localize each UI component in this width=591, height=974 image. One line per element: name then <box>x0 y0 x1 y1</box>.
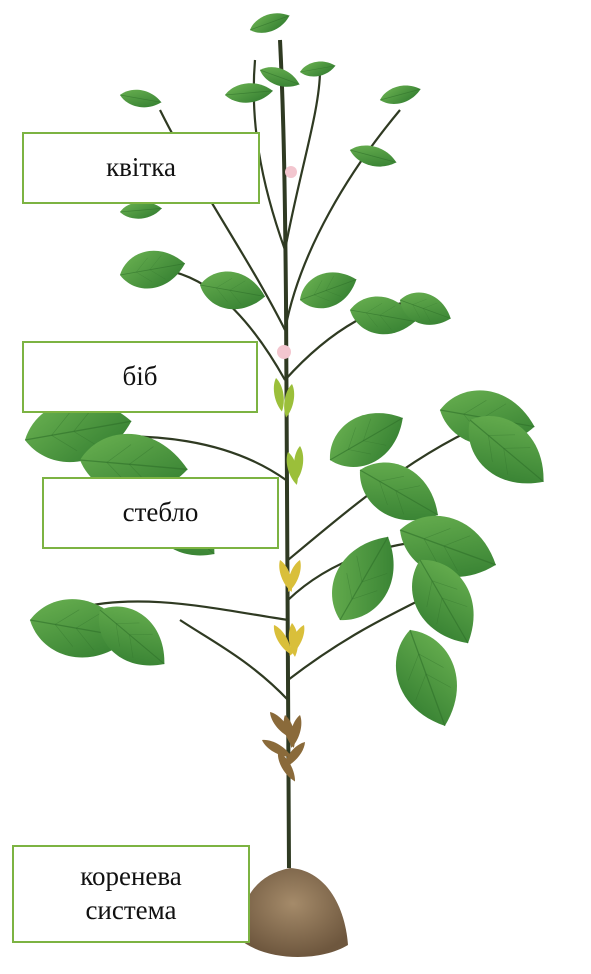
root-ball <box>238 868 348 957</box>
label-pod-text: біб <box>123 360 158 394</box>
label-root-text-line2: система <box>85 894 176 928</box>
label-root-system: коренева система <box>12 845 250 943</box>
label-pod: біб <box>22 341 258 413</box>
label-flower-text: квітка <box>106 151 176 185</box>
label-flower: квітка <box>22 132 260 204</box>
label-stem: стебло <box>42 477 279 549</box>
label-stem-text: стебло <box>123 496 199 530</box>
flower <box>285 166 297 178</box>
label-root-text-line1: коренева <box>80 860 182 894</box>
